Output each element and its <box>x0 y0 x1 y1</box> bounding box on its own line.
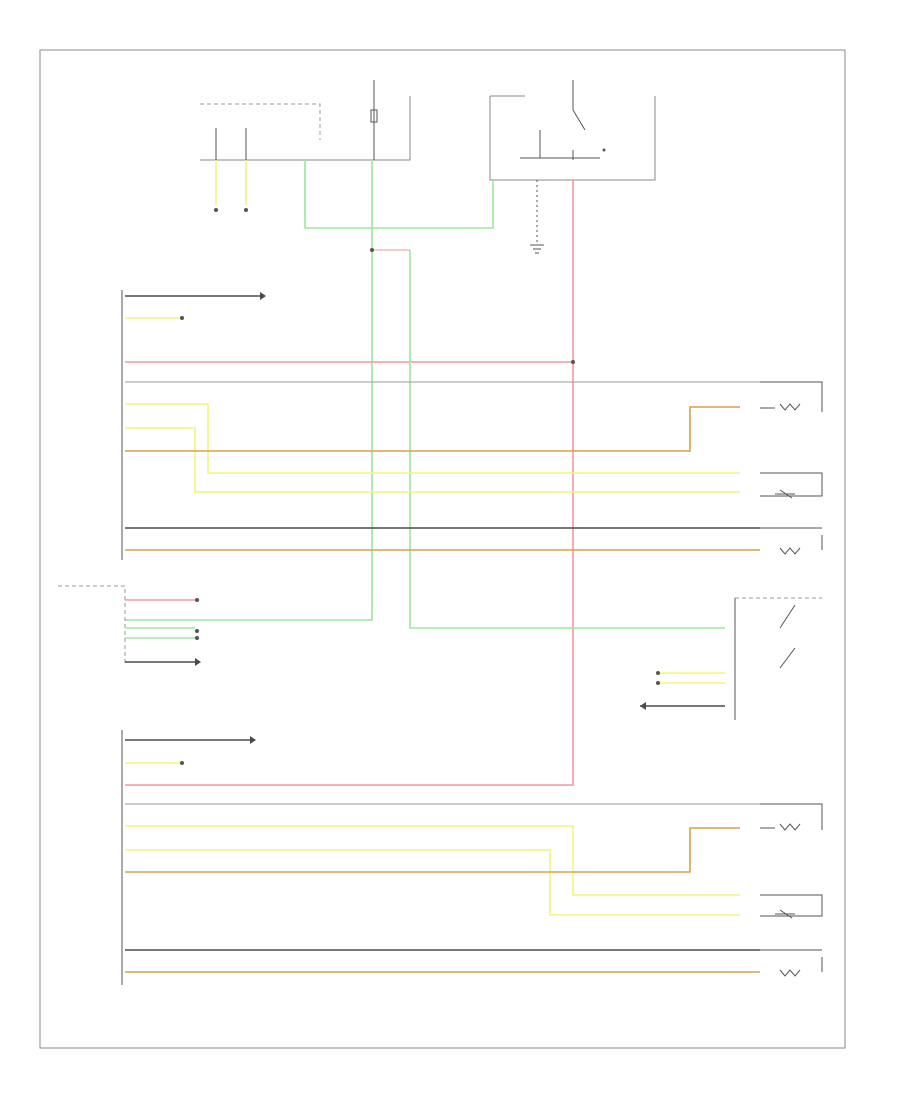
splice-dot-icon <box>195 636 199 640</box>
relay-switch-icon <box>520 109 600 160</box>
relay-block-top <box>489 80 656 181</box>
arrow-icon <box>640 702 646 710</box>
thermistor-icon <box>775 909 795 919</box>
seat-heater-switch <box>640 597 822 720</box>
heater-element-icon <box>779 403 801 411</box>
splice-dot-icon <box>180 761 184 765</box>
driver-thermistor <box>760 472 823 499</box>
green-harness-top <box>125 160 494 621</box>
ground-icon <box>530 244 544 254</box>
splice-dot-icon <box>656 671 660 675</box>
passenger-backrest-heater <box>760 949 823 977</box>
splice-dot-icon <box>571 360 575 364</box>
fuse-block-top <box>200 80 411 161</box>
driver-backrest-heater <box>760 527 823 555</box>
heater-element-icon <box>779 547 801 555</box>
passenger-thermistor <box>760 894 823 919</box>
red-supply-wire <box>125 180 574 786</box>
connector-dot-icon <box>214 208 218 212</box>
splice-dot-icon <box>656 681 660 685</box>
driver-seat-module <box>121 290 805 560</box>
diagram-frame <box>39 49 846 1049</box>
splice-dot-icon <box>180 316 184 320</box>
connector-dot-icon <box>244 208 248 212</box>
splice-dot-icon <box>195 629 199 633</box>
splice-dot-icon <box>370 248 374 252</box>
passenger-seat-module <box>121 730 805 985</box>
arrow-icon <box>250 736 256 744</box>
thermistor-icon <box>775 489 795 499</box>
red-supply-wire-2 <box>409 250 725 629</box>
passenger-cushion-heater <box>760 803 823 831</box>
driver-cushion-heater <box>760 381 823 412</box>
switch-icon <box>779 604 796 669</box>
heater-element-icon <box>779 823 801 831</box>
splice-dot-icon <box>195 598 199 602</box>
climate-module <box>58 585 201 666</box>
arrow-icon <box>260 292 266 300</box>
heater-element-icon <box>779 969 801 977</box>
fuse-icon <box>370 109 378 123</box>
arrow-icon <box>195 658 201 666</box>
